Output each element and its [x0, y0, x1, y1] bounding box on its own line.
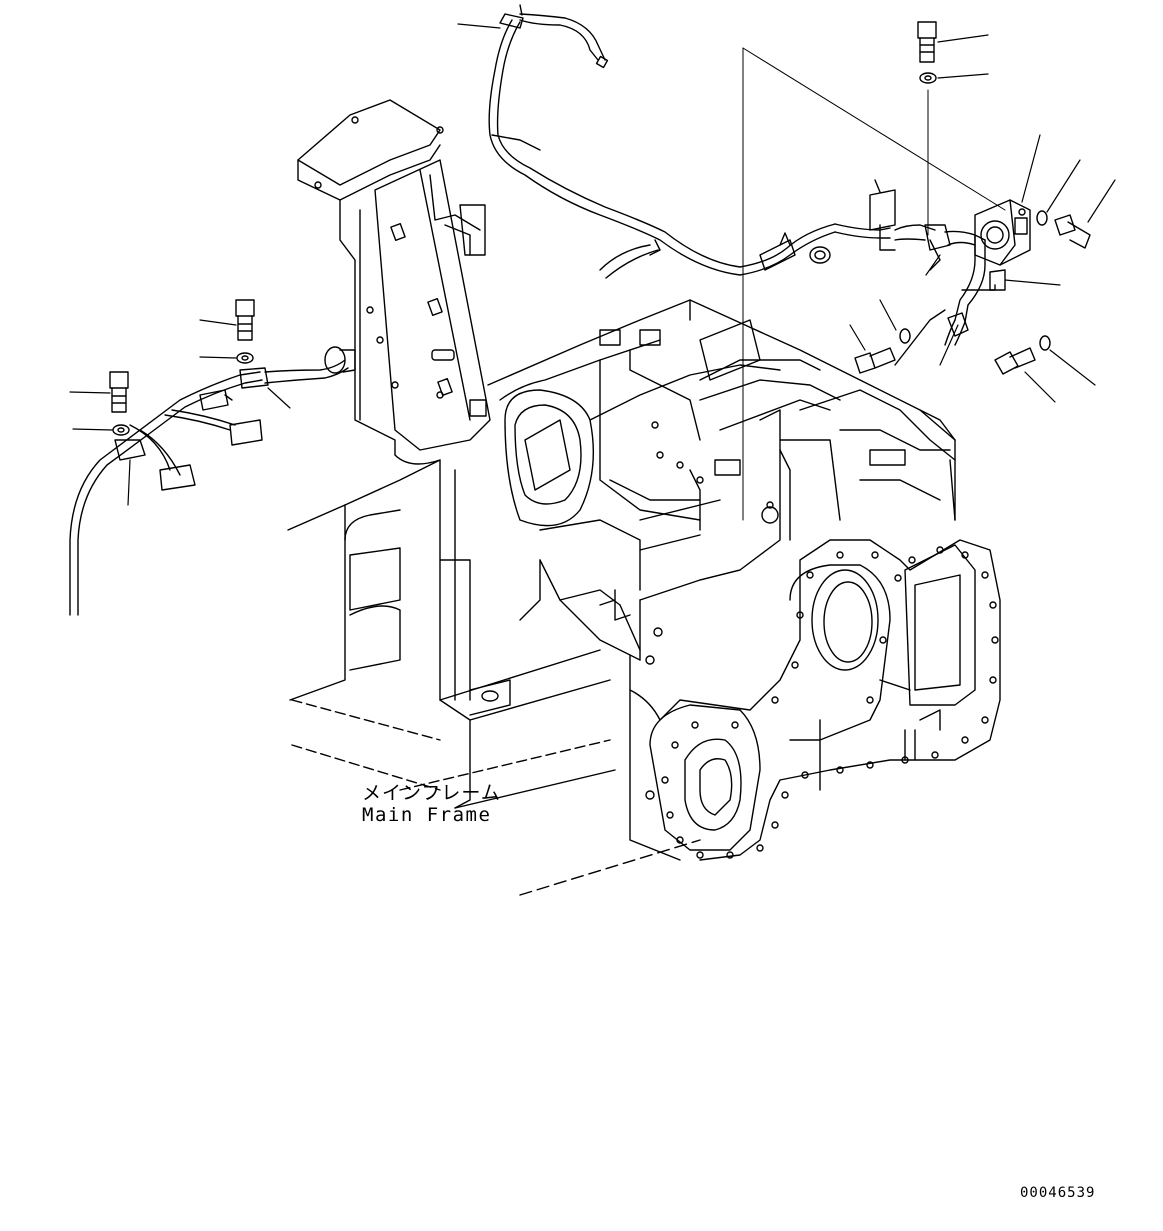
main-frame-body — [288, 100, 1000, 895]
drawing-number: 00046539 — [1020, 1185, 1096, 1201]
frame-label-japanese: メインフレーム — [362, 782, 501, 804]
reference-lines — [743, 48, 1005, 520]
callout-leaders — [70, 24, 1115, 505]
fasteners — [110, 22, 1090, 460]
left-wire-harness — [70, 347, 355, 615]
relay-assembly — [975, 200, 1030, 265]
upper-wire-harness — [489, 5, 995, 365]
frame-label-english: Main Frame — [362, 804, 492, 826]
